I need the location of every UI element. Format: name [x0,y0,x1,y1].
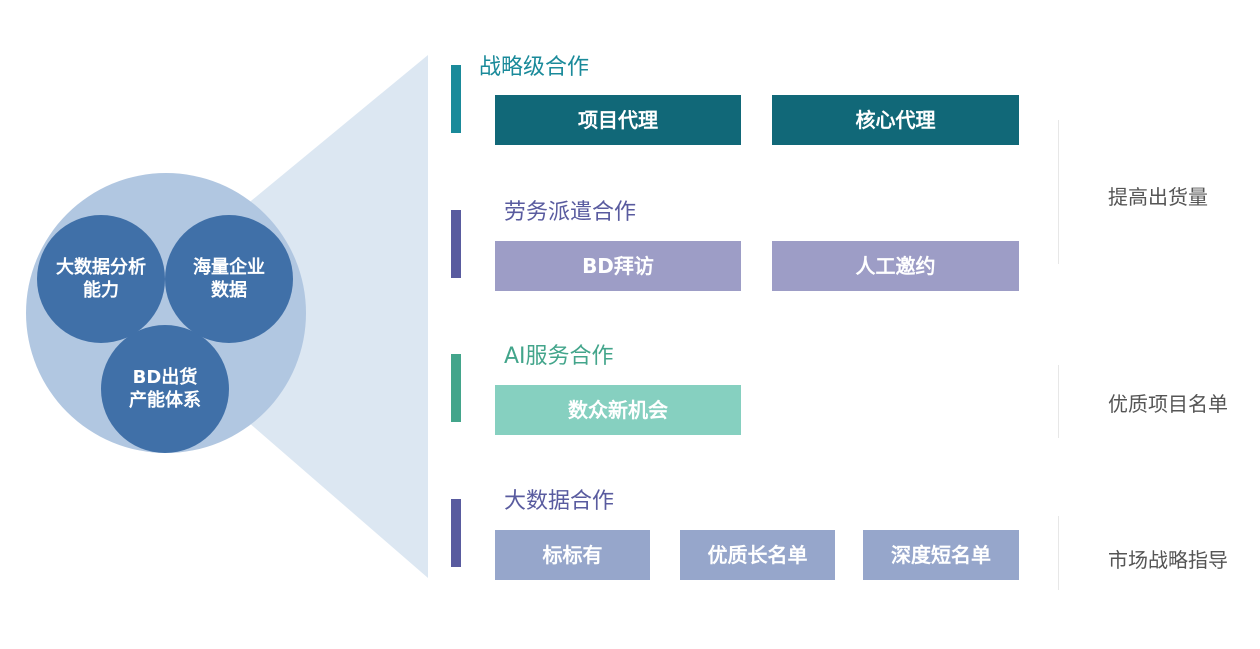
hub-circle-big-data [37,215,165,343]
group-bar-labor [451,210,461,278]
box-project-agency: 项目代理 [495,95,741,145]
box-manual-invite: 人工邀约 [772,241,1019,291]
circle-label-bd-capacity: BD出货 产能体系 [129,367,201,411]
group-title-labor: 劳务派遣合作 [504,200,637,225]
box-long-list: 优质长名单 [680,530,835,580]
circle-label-enterprise-data: 海量企业 数据 [193,257,265,301]
circle-label-big-data: 大数据分析 能力 [56,257,146,301]
result-increase-shipments: 提高出货量 [1108,185,1208,209]
fan-shape [240,55,428,578]
divider-1 [1058,120,1059,264]
result-market-strategy: 市场战略指导 [1108,548,1228,572]
group-bar-bigdata [451,499,461,567]
group-bar-ai [451,354,461,422]
hub-circle-enterprise-data [165,215,293,343]
hub-circle-bd-capacity [101,325,229,453]
box-new-opportunity: 数众新机会 [495,385,741,435]
box-core-agency: 核心代理 [772,95,1019,145]
divider-2 [1058,365,1059,438]
divider-3 [1058,516,1059,590]
group-title-strategic: 战略级合作 [479,55,590,80]
group-bar-strategic [451,65,461,133]
box-short-list: 深度短名单 [863,530,1019,580]
box-bd-visit: BD拜访 [495,241,741,291]
box-biaobiaoyou: 标标有 [495,530,650,580]
group-title-ai: AI服务合作 [504,344,614,369]
group-title-bigdata: 大数据合作 [504,489,615,514]
result-quality-project-list: 优质项目名单 [1108,392,1228,416]
